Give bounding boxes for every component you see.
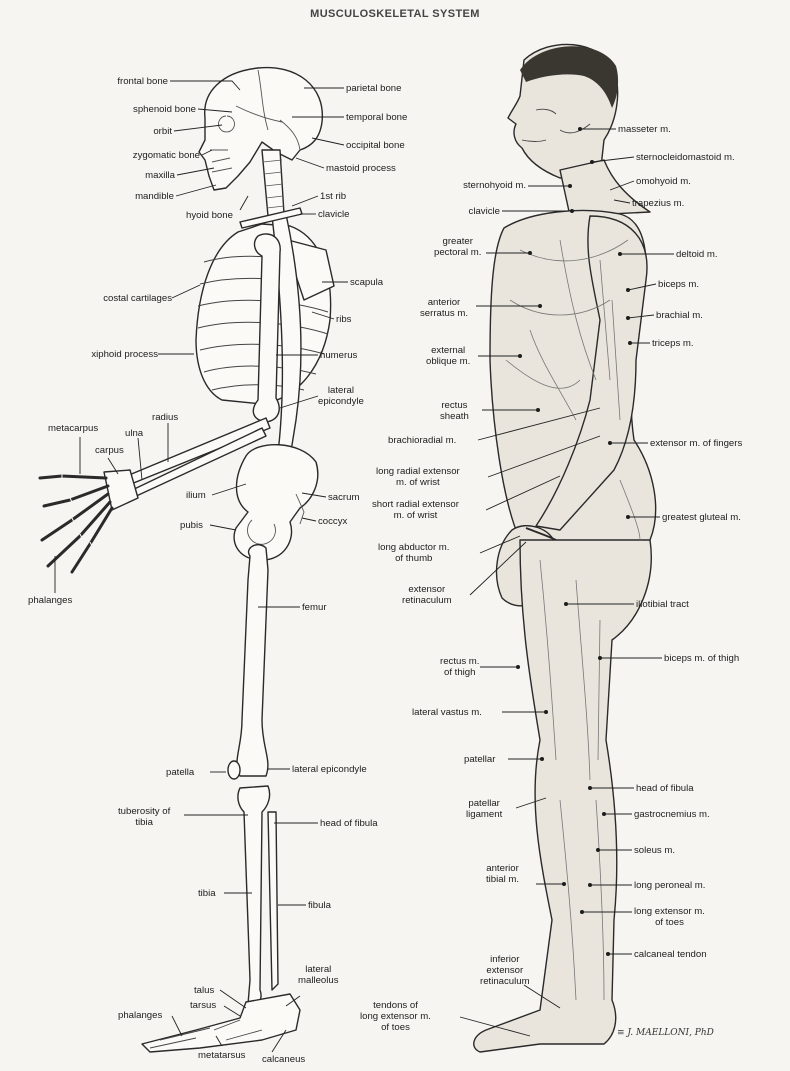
label-gastrocnemius: gastrocnemius m. [634, 809, 710, 820]
label-deltoid: deltoid m. [676, 249, 718, 260]
label-external-oblique: external oblique m. [426, 345, 470, 367]
label-long-extensor-toes: long extensor m. of toes [634, 906, 705, 928]
label-triceps: triceps m. [652, 338, 694, 349]
label-masseter: masseter m. [618, 124, 671, 135]
leader-occipital-bone [312, 138, 344, 145]
label-pubis: pubis [180, 520, 203, 531]
muscle-figure [474, 44, 656, 1052]
label-metatarsus: metatarsus [198, 1050, 245, 1061]
label-head-of-fibula-muscle: head of fibula [636, 783, 694, 794]
label-sternohyoid: sternohyoid m. [463, 180, 526, 191]
leader-phalanges-foot [172, 1016, 182, 1036]
hand-fingers [40, 476, 112, 572]
label-inferior-extensor-retinaculum: inferior extensor retinaculum [480, 954, 530, 987]
label-lateral-vastus: lateral vastus m. [412, 707, 482, 718]
label-brachioradial: brachioradial m. [388, 435, 456, 446]
label-ribs: ribs [336, 314, 351, 325]
label-clavicle: clavicle [318, 209, 349, 220]
label-calcaneus: calcaneus [262, 1054, 305, 1065]
label-short-radial-extensor: short radial extensor m. of wrist [372, 499, 459, 521]
label-fibula: fibula [308, 900, 331, 911]
leader-tarsus [224, 1006, 240, 1016]
leader-first-rib [292, 196, 318, 206]
leader-mandible [176, 185, 216, 196]
label-patella: patella [166, 767, 194, 778]
label-temporal-bone: temporal bone [346, 112, 407, 123]
label-tuberosity-of-tibia: tuberosity of tibia [118, 806, 170, 828]
label-greatest-gluteal: greatest gluteal m. [662, 512, 741, 523]
leader-coccyx [302, 518, 316, 521]
label-head-of-fibula: head of fibula [320, 818, 378, 829]
label-ilium: ilium [186, 490, 206, 501]
label-omohyoid: omohyoid m. [636, 176, 691, 187]
femur-bone [237, 545, 268, 776]
leader-mastoid-process [296, 158, 324, 168]
label-humerus: humerus [320, 350, 357, 361]
label-biceps: biceps m. [658, 279, 699, 290]
label-tibia: tibia [198, 888, 216, 899]
label-soleus: soleus m. [634, 845, 675, 856]
label-sacrum: sacrum [328, 492, 359, 503]
label-zygomatic-bone: zygomatic bone [133, 150, 200, 161]
label-costal-cartilages: costal cartilages [103, 293, 172, 304]
label-femur: femur [302, 602, 327, 613]
label-patellar-ligament: patellar ligament [466, 798, 502, 820]
patella-bone [228, 761, 240, 779]
label-phalanges-hand: phalanges [28, 595, 72, 606]
leader-costal-cartilages [172, 285, 200, 298]
label-anterior-tibial: anterior tibial m. [486, 863, 519, 885]
label-clavicle-muscle: clavicle [469, 206, 500, 217]
label-lateral-epicondyle-humerus: lateral epicondyle [318, 385, 364, 407]
pelvis [234, 445, 318, 560]
fibula-bone [268, 812, 278, 990]
label-trapezius: trapezius m. [632, 198, 684, 209]
label-calcaneal-tendon: calcaneal tendon [634, 949, 707, 960]
label-sphenoid-bone: sphenoid bone [133, 104, 196, 115]
label-talus: talus [194, 985, 214, 996]
leader-hyoid-bone [240, 196, 248, 210]
label-long-radial-extensor: long radial extensor m. of wrist [376, 466, 460, 488]
label-anterior-serratus: anterior serratus m. [420, 297, 468, 319]
label-tendons-long-extensor-toes: tendons of long extensor m. of toes [360, 1000, 431, 1033]
label-carpus: carpus [95, 445, 124, 456]
tibia-bone [238, 786, 270, 1006]
label-rectus-sheath: rectus sheath [440, 400, 469, 422]
label-extensor-retinaculum: extensor retinaculum [402, 584, 452, 606]
label-mandible: mandible [135, 191, 174, 202]
label-maxilla: maxilla [145, 170, 175, 181]
label-occipital-bone: occipital bone [346, 140, 405, 151]
label-extensor-fingers: extensor m. of fingers [650, 438, 742, 449]
label-iliotibial-tract: iliotibial tract [636, 599, 689, 610]
label-patellar: patellar [464, 754, 495, 765]
label-xiphoid-process: xiphoid process [91, 349, 158, 360]
label-phalanges-foot: phalanges [118, 1010, 162, 1021]
label-metacarpus: metacarpus [48, 423, 98, 434]
leader-pubis [210, 525, 236, 530]
foot-bones [142, 994, 300, 1052]
label-coccyx: coccyx [318, 516, 347, 527]
label-tarsus: tarsus [190, 1000, 216, 1011]
label-long-abductor-thumb: long abductor m. of thumb [378, 542, 449, 564]
label-lateral-epicondyle-femur: lateral epicondyle [292, 764, 367, 775]
label-mastoid-process: mastoid process [326, 163, 396, 174]
label-parietal-bone: parietal bone [346, 83, 401, 94]
label-lateral-malleolus: lateral malleolus [298, 964, 339, 986]
label-hyoid-bone: hyoid bone [186, 210, 233, 221]
label-radius: radius [152, 412, 178, 423]
label-greater-pectoral: greater pectoral m. [434, 236, 481, 258]
artist-signature: ≡ J. MAELLONI, PhD [617, 1028, 714, 1038]
label-ulna: ulna [125, 428, 143, 439]
label-rectus-thigh: rectus m. of thigh [440, 656, 479, 678]
label-frontal-bone: frontal bone [117, 76, 168, 87]
label-brachial: brachial m. [656, 310, 703, 321]
label-long-peroneal: long peroneal m. [634, 880, 705, 891]
label-sternocleidomastoid: sternocleidomastoid m. [636, 152, 735, 163]
label-first-rib: 1st rib [320, 191, 346, 202]
leader-talus [220, 990, 246, 1008]
label-orbit: orbit [153, 126, 172, 137]
label-scapula: scapula [350, 277, 383, 288]
label-biceps-thigh: biceps m. of thigh [664, 653, 739, 664]
